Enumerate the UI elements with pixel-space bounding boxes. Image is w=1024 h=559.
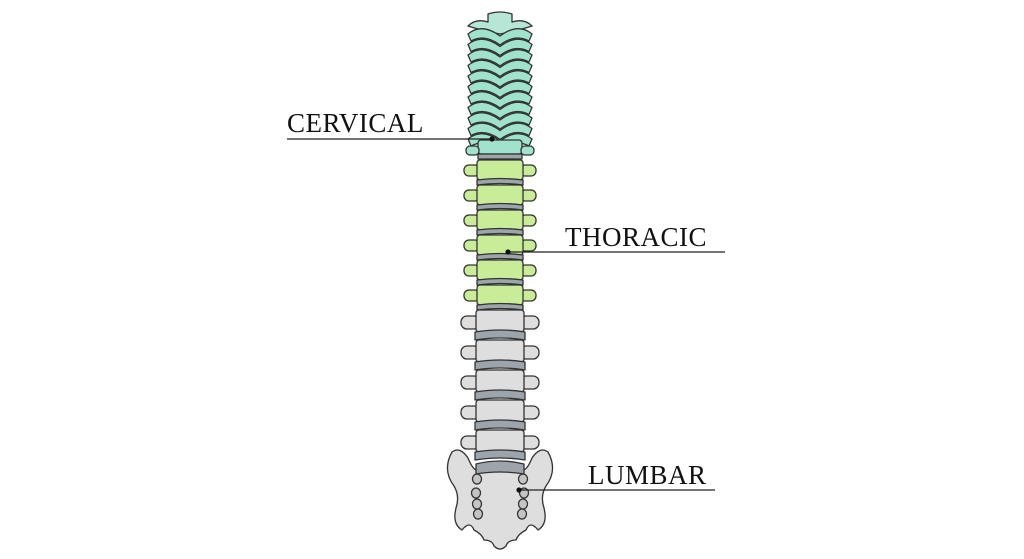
sacral-foramen <box>470 487 482 499</box>
intervertebral-disc <box>474 359 526 371</box>
cervical-vertebra <box>467 59 533 78</box>
pointer-dot-lumbar <box>516 487 522 493</box>
label-cervical: CERVICAL <box>287 108 424 138</box>
intervertebral-disc <box>476 252 524 261</box>
label-lumbar: LUMBAR <box>588 460 707 490</box>
transverse-process <box>465 145 480 156</box>
cervical-vertebra <box>467 70 533 88</box>
cervical-vertebra-body <box>477 139 523 155</box>
cervical-vertebra <box>467 38 533 57</box>
intervertebral-disc <box>475 460 525 475</box>
sacral-foramen <box>516 508 528 520</box>
sacral-foramen <box>517 473 529 485</box>
label-cervical-group: CERVICAL <box>287 108 495 142</box>
cervical-vertebra <box>467 28 533 46</box>
pointer-dot-cervical <box>489 136 495 142</box>
lumbar-vertebra <box>475 429 525 453</box>
label-lumbar-group: LUMBAR <box>516 460 715 493</box>
cervical-vertebra <box>467 80 533 99</box>
intervertebral-disc <box>476 177 524 186</box>
thoracic-vertebra <box>476 259 524 281</box>
intervertebral-disc <box>477 153 523 160</box>
intervertebral-disc <box>476 202 524 211</box>
cervical-vertebra <box>467 112 533 130</box>
thoracic-vertebra <box>476 184 524 206</box>
lumbar-vertebra <box>475 339 525 363</box>
lumbar-vertebra <box>475 309 525 333</box>
pointer-dot-thoracic <box>505 249 511 255</box>
intervertebral-disc <box>474 449 526 461</box>
thoracic-vertebra <box>476 209 524 231</box>
intervertebral-disc <box>476 302 524 311</box>
cervical-vertebra <box>467 49 533 67</box>
sacral-foramen <box>471 498 483 510</box>
spine-illustration <box>446 11 554 550</box>
sacral-foramen <box>472 508 484 520</box>
sacral-foramen <box>471 473 483 485</box>
sacral-foramen <box>517 498 529 510</box>
lumbar-vertebra <box>475 399 525 423</box>
label-thoracic-group: THORACIC <box>505 222 725 255</box>
cervical-vertebra <box>467 101 533 120</box>
intervertebral-disc <box>474 329 526 341</box>
intervertebral-disc <box>476 277 524 286</box>
label-thoracic: THORACIC <box>565 222 707 252</box>
lumbar-vertebra <box>475 369 525 393</box>
cervical-vertebra <box>467 91 533 109</box>
thoracic-vertebra <box>476 284 524 306</box>
intervertebral-disc <box>474 389 526 401</box>
intervertebral-disc <box>474 419 526 431</box>
transverse-process <box>520 145 535 156</box>
intervertebral-disc <box>476 227 524 236</box>
cervical-vertebra <box>467 122 533 141</box>
thoracic-vertebra <box>476 159 524 181</box>
